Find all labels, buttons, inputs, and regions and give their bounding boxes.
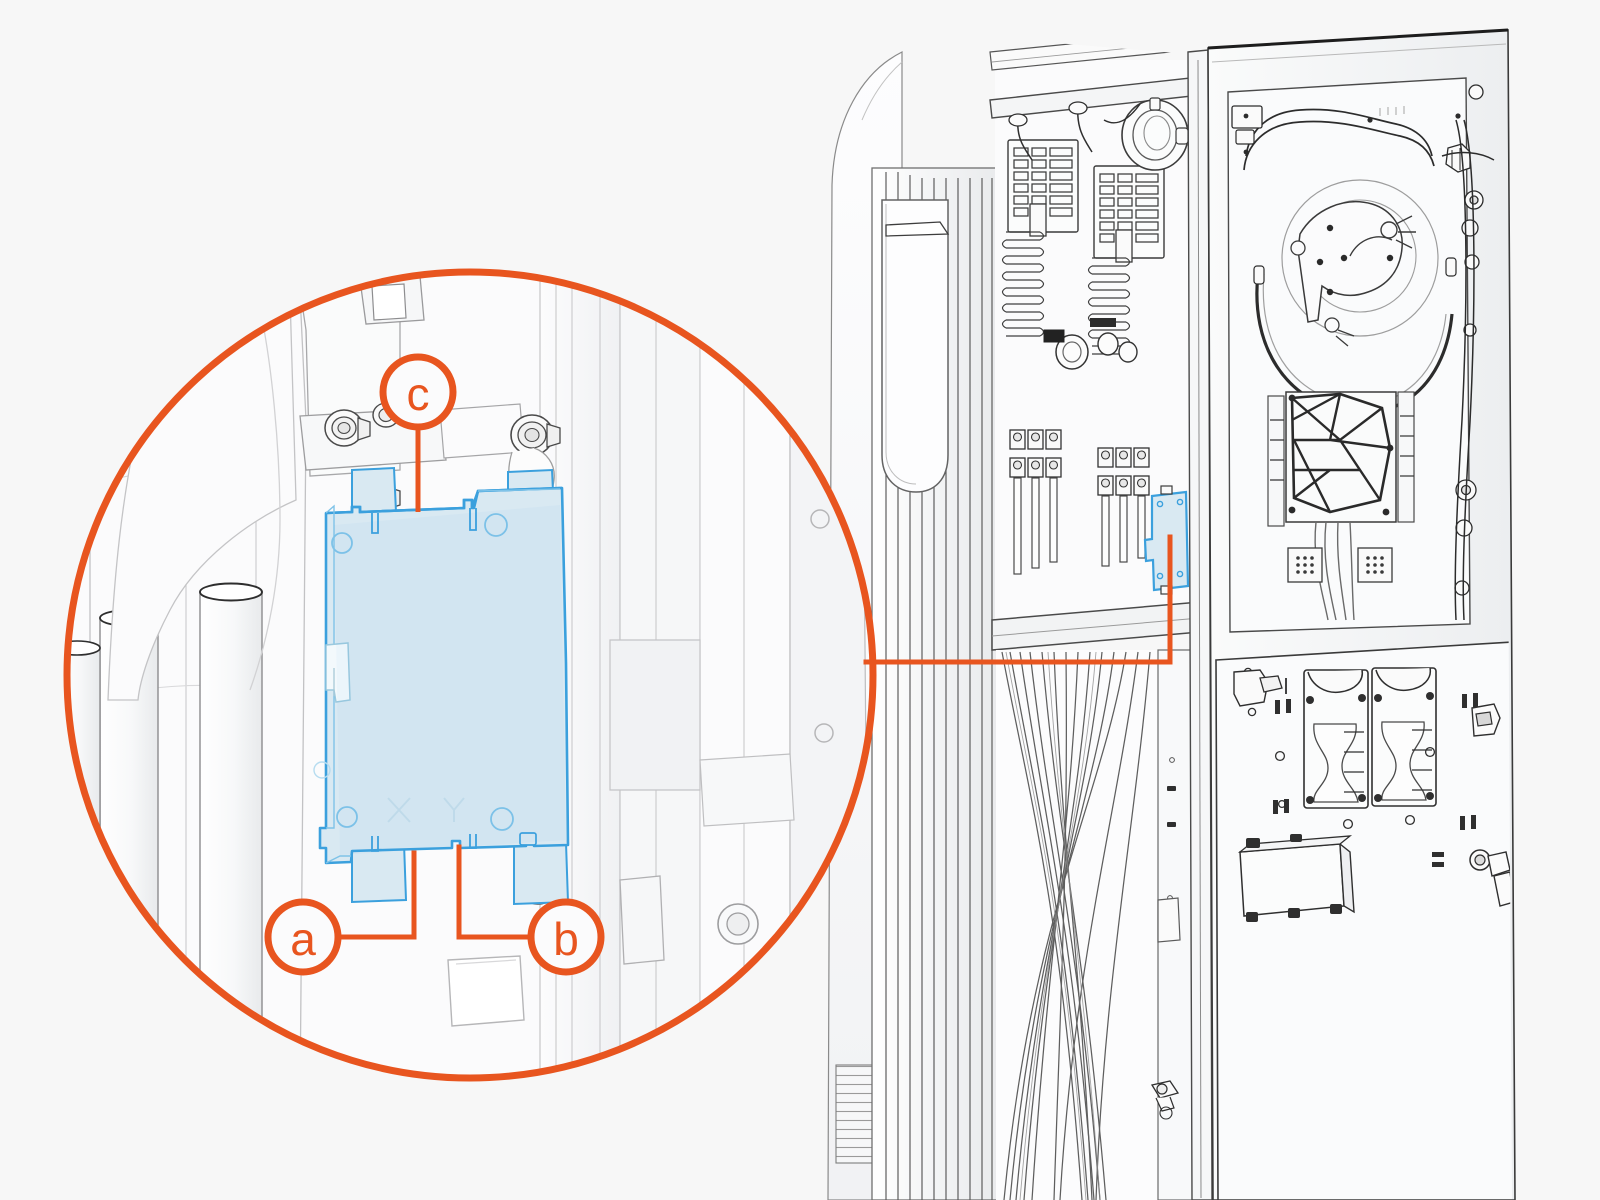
reservoir-housings <box>1303 667 1437 809</box>
coil-block-left <box>1001 231 1045 337</box>
heatsink-module-left <box>1007 139 1079 237</box>
door-fasteners <box>1233 667 1512 907</box>
door-panel-lower <box>1215 641 1512 1200</box>
callout-c-label: c <box>407 368 430 420</box>
lower-cabinet-hardware <box>1150 1080 1180 1120</box>
plate-hole-top-left <box>331 532 353 554</box>
hose-clamps <box>1231 105 1461 155</box>
screw-top-left <box>324 409 371 447</box>
plate-hole-top-right <box>484 513 508 537</box>
detail-leader-line <box>863 534 1173 665</box>
door-panel <box>1207 28 1516 1200</box>
plate-embossed-marks <box>387 797 465 823</box>
terminal-block-row-lower <box>1009 457 1150 496</box>
cable-bundle <box>996 649 1199 1200</box>
detail-right-fixtures <box>447 509 834 1027</box>
highlighted-bracket-plate-main <box>1143 485 1190 595</box>
callout-b-label: b <box>553 913 579 965</box>
heatsink-module-right <box>1093 165 1165 263</box>
panel-marks <box>1379 106 1405 116</box>
detail-circle-outline <box>63 268 877 1082</box>
mesh-grille-panel <box>1267 391 1415 621</box>
callout-c-circle[interactable] <box>379 353 457 431</box>
junction-box <box>1237 834 1355 922</box>
terminal-block-row-upper <box>1009 429 1150 468</box>
plate-hole-bottom-left <box>336 806 358 828</box>
plate-hole-bottom-right <box>490 807 514 831</box>
valve-manifold <box>1043 318 1138 370</box>
blower-ring <box>1121 97 1189 171</box>
cabinet-body <box>827 31 1213 1200</box>
drop-tubes <box>1013 477 1146 575</box>
callout-a[interactable]: a <box>264 850 417 976</box>
callout-b-circle[interactable] <box>527 898 605 976</box>
control-module-bay <box>989 31 1200 651</box>
callout-b[interactable]: b <box>456 844 605 976</box>
callout-a-circle[interactable] <box>264 898 342 976</box>
cabinet-right-post <box>1187 49 1213 1200</box>
harness-clips <box>1008 101 1088 127</box>
door-connector <box>1445 143 1471 173</box>
spray-arm-hub <box>1253 179 1457 415</box>
plate-hole-edge <box>313 761 331 779</box>
door-fittings-column <box>1454 84 1484 621</box>
perforated-pads <box>1287 547 1393 583</box>
callout-a-label: a <box>290 913 316 965</box>
callout-c[interactable]: c <box>379 353 457 512</box>
